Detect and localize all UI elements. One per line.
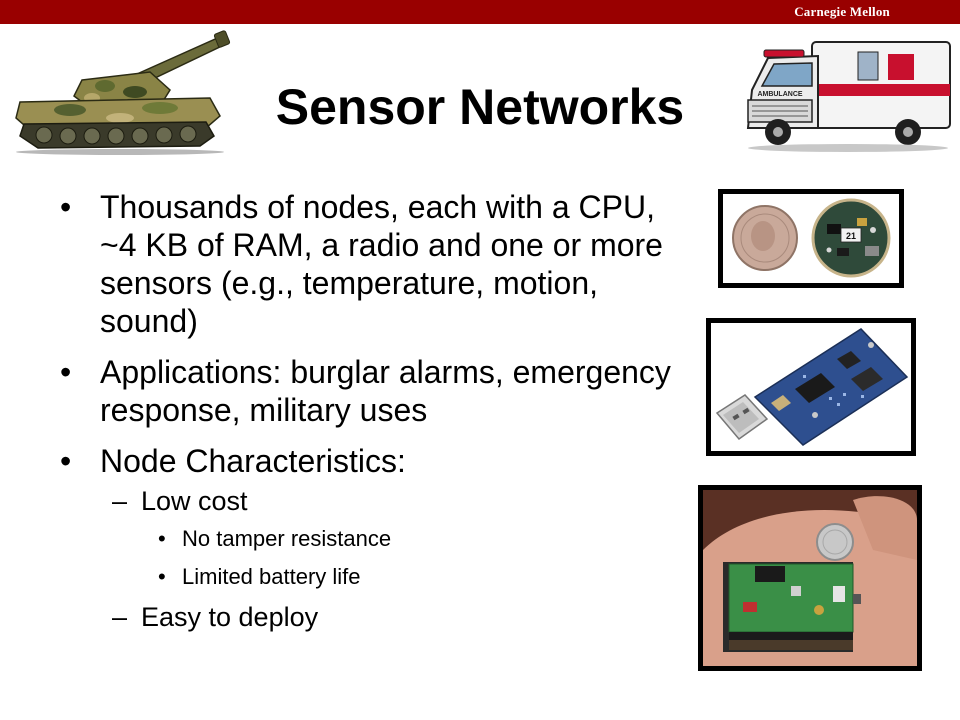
ambulance-label: AMBULANCE	[757, 91, 802, 98]
mote-id-label: 21	[846, 231, 856, 241]
sub-bullet-text: Easy to deploy	[141, 602, 319, 632]
sub-sub-bullet-text: No tamper resistance	[182, 526, 392, 551]
brand-logo-text: Carnegie Mellon	[794, 4, 890, 19]
bullet-text: Applications: burglar alarms, emergency …	[100, 354, 671, 428]
sub-sub-bullet-item: • No tamper resistance	[158, 526, 392, 551]
slide-title: Sensor Networks	[275, 79, 685, 135]
sub-sub-bullet-item: • Limited battery life	[158, 564, 361, 589]
sensor-node-in-hand-photo	[698, 485, 922, 671]
ambulance-icon: AMBULANCE	[738, 36, 958, 156]
header-bar: Carnegie Mellon	[0, 0, 960, 24]
usb-sensor-board-photo	[706, 318, 916, 456]
bullet-item: • Applications: burglar alarms, emergenc…	[60, 354, 671, 428]
bullet-list: • Thousands of nodes, each with a CPU, ~…	[60, 188, 700, 640]
sub-bullet-item: – Easy to deploy	[112, 602, 319, 632]
bullet-text: Thousands of nodes, each with a CPU, ~4 …	[100, 189, 663, 339]
sub-bullet-text: Low cost	[141, 486, 248, 516]
sub-sub-bullet-text: Limited battery life	[182, 564, 361, 589]
bullet-item: • Thousands of nodes, each with a CPU, ~…	[60, 189, 663, 339]
bullet-text: Node Characteristics:	[100, 443, 406, 479]
tank-icon	[10, 28, 232, 156]
sub-bullet-item: – Low cost	[112, 486, 248, 516]
sensor-mote-photo: 21	[718, 189, 904, 288]
bullet-item: • Node Characteristics:	[60, 443, 406, 479]
